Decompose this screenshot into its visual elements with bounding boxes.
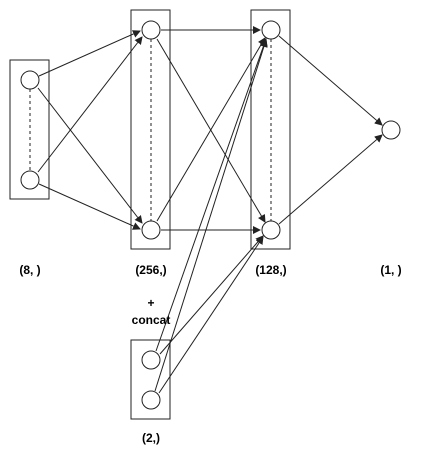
edge-hidden1-top-to-hidden2-bottom bbox=[156, 38, 266, 223]
input-neuron-bottom bbox=[20, 170, 40, 190]
neurons bbox=[20, 20, 401, 410]
hidden1-neuron-top bbox=[141, 20, 161, 40]
extra-layer-box bbox=[130, 339, 171, 420]
edge-input-bottom-to-hidden1-top bbox=[37, 36, 143, 173]
edge-input-bottom-to-hidden1-bottom bbox=[38, 183, 141, 230]
edge-hidden1-bottom-to-hidden2-top bbox=[156, 37, 266, 222]
input-layer-label: (8, ) bbox=[19, 263, 40, 277]
edge-hidden2-top-to-output bbox=[278, 35, 383, 126]
input-layer-box bbox=[9, 59, 50, 200]
extra-layer-label: (2,) bbox=[142, 431, 160, 445]
concat-plus-label: + bbox=[147, 296, 154, 310]
edge-extra-bottom-to-hidden2-top bbox=[154, 39, 268, 392]
hidden2-layer-box bbox=[250, 9, 291, 250]
hidden2-neuron-top bbox=[261, 20, 281, 40]
extra-neuron-bottom bbox=[141, 390, 161, 410]
output-layer-label: (1, ) bbox=[380, 263, 401, 277]
extra-neuron-top bbox=[141, 350, 161, 370]
edge-extra-top-to-hidden2-top bbox=[155, 38, 268, 352]
hidden1-neuron-bottom bbox=[141, 220, 161, 240]
hidden1-layer-label: (256,) bbox=[135, 263, 166, 277]
edge-hidden2-bottom-to-output bbox=[278, 134, 383, 225]
edge-input-top-to-hidden1-top bbox=[38, 30, 141, 77]
hidden2-layer-label: (128,) bbox=[255, 263, 286, 277]
edge-extra-top-to-hidden2-bottom bbox=[159, 235, 264, 355]
concat-label: concat bbox=[132, 313, 171, 327]
connections bbox=[37, 26, 383, 394]
edge-extra-bottom-to-hidden2-bottom bbox=[158, 236, 264, 394]
edge-input-top-to-hidden1-bottom bbox=[37, 87, 143, 224]
output-neuron bbox=[381, 120, 401, 140]
input-neuron-top bbox=[20, 70, 40, 90]
hidden2-neuron-bottom bbox=[261, 220, 281, 240]
hidden1-layer-box bbox=[130, 9, 171, 250]
